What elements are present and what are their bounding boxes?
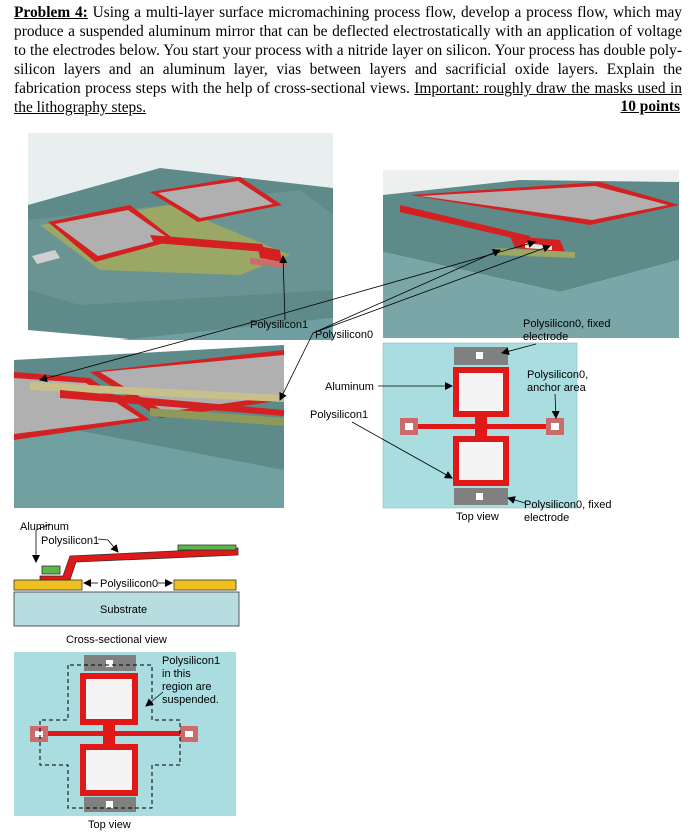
points-label: 10 points xyxy=(620,98,680,115)
important-note: Important: roughly draw the masks used i… xyxy=(14,80,682,116)
top-view-panel-bottom xyxy=(14,652,236,816)
render-3d-top-right xyxy=(383,170,679,338)
label-substrate: Substrate xyxy=(100,604,147,616)
top-view-panel-right xyxy=(382,342,578,509)
label-poly0-fixed-3: Polysilicon0, fixed xyxy=(524,499,611,511)
label-top-view-2: Top view xyxy=(88,819,131,831)
label-suspended-2: in this xyxy=(162,668,191,680)
render-3d-top-left xyxy=(28,133,333,340)
label-cs-aluminum: Aluminum xyxy=(20,521,69,533)
leader-lines xyxy=(32,240,560,707)
label-polysilicon0-a: Polysilicon0 xyxy=(315,329,373,341)
label-cs-polysilicon0: Polysilicon0 xyxy=(100,578,158,590)
label-aluminum: Aluminum xyxy=(325,381,374,393)
label-poly0-fixed-1: Polysilicon0, fixed xyxy=(523,318,610,330)
problem-statement: Problem 4: Using a multi-layer surface m… xyxy=(14,3,682,117)
label-suspended-4: suspended. xyxy=(162,694,219,706)
label-poly0-anchor-1: Polysilicon0, xyxy=(527,369,588,381)
label-cross-sectional-view: Cross-sectional view xyxy=(66,634,167,646)
label-suspended-1: Polysilicon1 xyxy=(162,655,220,667)
label-poly0-fixed-4: electrode xyxy=(524,512,569,524)
problem-label: Problem 4: xyxy=(14,4,88,21)
label-suspended-3: region are xyxy=(162,681,212,693)
label-poly0-fixed-2: electrode xyxy=(523,331,568,343)
label-poly0-anchor-2: anchor area xyxy=(527,382,587,394)
render-3d-middle-left xyxy=(14,345,284,508)
label-top-view: Top view xyxy=(456,511,499,523)
label-cs-polysilicon1: Polysilicon1 xyxy=(41,535,99,547)
problem-text: Using a multi-layer surface micromachini… xyxy=(14,4,682,97)
label-polysilicon1-a: Polysilicon1 xyxy=(250,319,308,331)
label-polysilicon1-b: Polysilicon1 xyxy=(310,409,368,421)
cross-section xyxy=(13,544,240,627)
